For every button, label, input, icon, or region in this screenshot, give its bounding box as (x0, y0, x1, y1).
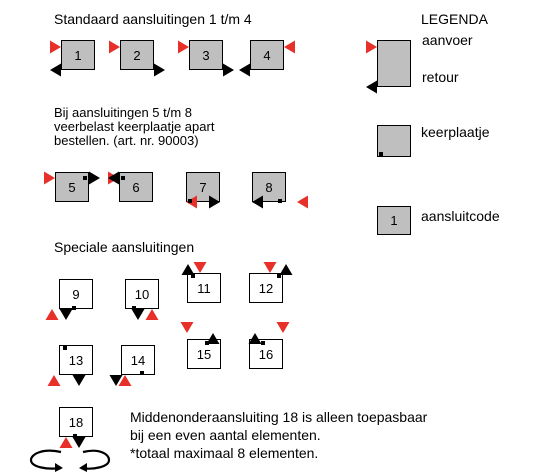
return-arrow-icon (252, 195, 263, 209)
plate-marker (140, 371, 144, 375)
return-arrow-icon (181, 264, 195, 275)
plate-marker (188, 199, 192, 203)
legend-code-box: 1 (377, 206, 411, 235)
legend-plate-marker (379, 152, 383, 156)
supply-arrow-icon (297, 195, 308, 209)
legend-supply-arrow-icon (366, 40, 377, 54)
legend-code-label: aansluitcode (421, 208, 500, 224)
supply-arrow-icon (284, 40, 295, 54)
connection-box-10: 10 (125, 279, 159, 309)
supply-arrow-icon (47, 375, 61, 386)
note-line-2: veerbelast keerplaatje apart (54, 119, 215, 134)
return-arrow-icon (109, 375, 123, 386)
supply-arrow-icon (186, 195, 197, 209)
footnote-line-2: bij een even aantal elementen. (130, 427, 321, 443)
plate-marker (278, 199, 282, 203)
plate-marker (205, 341, 209, 345)
connection-box-1: 1 (61, 40, 95, 70)
loop-arrows (29, 449, 111, 472)
supply-arrow-icon (45, 309, 59, 320)
connection-box-11: 11 (187, 273, 221, 303)
return-arrow-icon (223, 63, 234, 77)
legend-plate-label: keerplaatje (421, 124, 490, 140)
plate-marker (121, 176, 125, 180)
return-arrow-icon (89, 171, 100, 185)
return-arrow-icon (108, 171, 119, 185)
legend-title: LEGENDA (421, 11, 488, 27)
return-arrow-icon (154, 63, 165, 77)
return-arrow-icon (59, 309, 73, 320)
plate-marker (72, 306, 76, 310)
return-arrow-icon (209, 195, 220, 209)
footnote-line-1: Middenonderaansluiting 18 is alleen toep… (130, 409, 428, 425)
standard-title: Standaard aansluitingen 1 t/m 4 (54, 11, 252, 27)
connection-box-16: 16 (249, 339, 283, 369)
plate-marker (191, 274, 195, 278)
supply-arrow-icon (145, 309, 159, 320)
supply-arrow-icon (59, 437, 73, 448)
supply-arrow-icon (276, 322, 290, 333)
plate-marker (83, 176, 87, 180)
plate-marker (261, 341, 265, 345)
connection-box-13: 13 (59, 345, 93, 375)
return-arrow-icon (131, 309, 145, 320)
connection-box-2: 2 (120, 40, 154, 70)
connection-box-8: 8 (252, 172, 286, 202)
return-arrow-icon (279, 264, 293, 275)
supply-arrow-icon (178, 40, 189, 54)
plate-marker (73, 434, 77, 438)
plate-marker (277, 274, 281, 278)
return-arrow-icon (239, 63, 250, 77)
special-title: Speciale aansluitingen (54, 239, 195, 255)
connection-box-15: 15 (187, 339, 221, 369)
connection-box-7: 7 (186, 172, 220, 202)
supply-arrow-icon (50, 40, 61, 54)
plate-marker (132, 306, 136, 310)
connection-box-18: 18 (59, 407, 93, 437)
legend-supply-label: aanvoer (422, 32, 473, 48)
note-line-1: Bij aansluitingen 5 t/m 8 (54, 105, 193, 120)
legend-return-label: retour (422, 69, 459, 85)
legend-supply-return-box (377, 40, 411, 87)
supply-arrow-icon (193, 262, 207, 273)
plate-marker (63, 346, 67, 350)
connection-box-9: 9 (59, 279, 93, 309)
legend-plate-box (377, 125, 411, 157)
supply-arrow-icon (44, 171, 55, 185)
note-line-3: bestellen. (art. nr. 90003) (54, 133, 199, 148)
connection-box-14: 14 (121, 345, 155, 375)
supply-arrow-icon (118, 375, 132, 386)
return-arrow-icon (248, 333, 262, 344)
footnote-line-3: *totaal maximaal 8 elementen. (130, 445, 319, 461)
supply-arrow-icon (109, 40, 120, 54)
return-arrow-icon (50, 63, 61, 77)
legend-return-arrow-icon (366, 80, 377, 94)
supply-arrow-icon (180, 322, 194, 333)
supply-arrow-icon (263, 262, 277, 273)
connection-box-12: 12 (249, 273, 283, 303)
return-arrow-icon (72, 437, 86, 448)
return-arrow-icon (72, 375, 86, 386)
connection-box-3: 3 (189, 40, 223, 70)
return-arrow-icon (206, 333, 220, 344)
connection-box-4: 4 (250, 40, 284, 70)
